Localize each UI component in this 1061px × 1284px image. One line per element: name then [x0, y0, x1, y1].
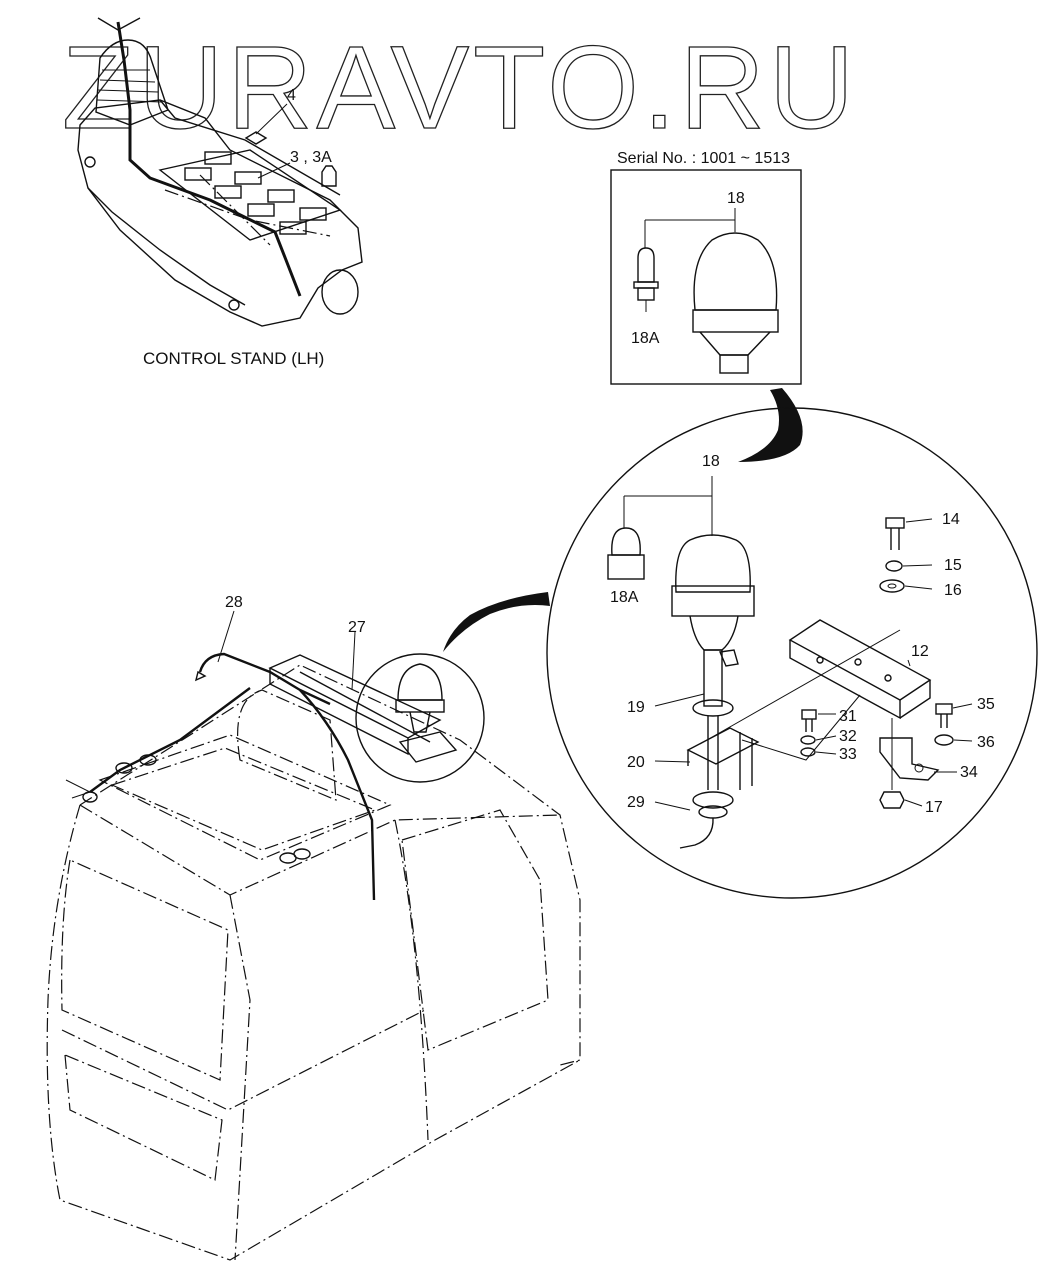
control-stand-leaders [255, 103, 291, 179]
cab-leaders [217, 610, 356, 691]
serial-inset-frame [610, 169, 802, 385]
detail-callout-34: 34 [960, 764, 978, 781]
detail-circle [546, 407, 1038, 899]
callout-4: 4 [287, 87, 296, 104]
inset-callout-18: 18 [727, 190, 745, 207]
detail-callout-15: 15 [944, 557, 962, 574]
control-stand-drawing [77, 17, 363, 327]
detail-callout-12: 12 [911, 643, 929, 660]
detail-callout-32: 32 [839, 728, 857, 745]
detail-callout-17: 17 [925, 799, 943, 816]
inset-callout-18a: 18A [631, 330, 660, 347]
detail-drawing [607, 476, 973, 849]
connector-arrow-inset [738, 388, 803, 462]
detail-callout-18a: 18A [610, 589, 639, 606]
detail-callout-14: 14 [942, 511, 960, 528]
detail-callout-33: 33 [839, 746, 857, 763]
cab-callout-28: 28 [225, 594, 243, 611]
connector-arrow-cab [443, 592, 550, 652]
cab-callout-27: 27 [348, 619, 366, 636]
watermark-text: ZURAVTO.RU [62, 22, 858, 154]
detail-callout-18: 18 [702, 453, 720, 470]
serial-caption: Serial No. : 1001 ~ 1513 [617, 150, 790, 167]
detail-callout-35: 35 [977, 696, 995, 713]
detail-callout-19: 19 [627, 699, 645, 716]
detail-callout-20: 20 [627, 754, 645, 771]
detail-callout-16: 16 [944, 582, 962, 599]
cab-drawing [46, 652, 581, 1261]
serial-inset-drawing [633, 208, 779, 374]
detail-callout-29: 29 [627, 794, 645, 811]
detail-callout-36: 36 [977, 734, 995, 751]
detail-callout-31: 31 [839, 708, 857, 725]
control-stand-caption: CONTROL STAND (LH) [143, 349, 324, 368]
callout-3-3a: 3 , 3A [290, 149, 332, 166]
